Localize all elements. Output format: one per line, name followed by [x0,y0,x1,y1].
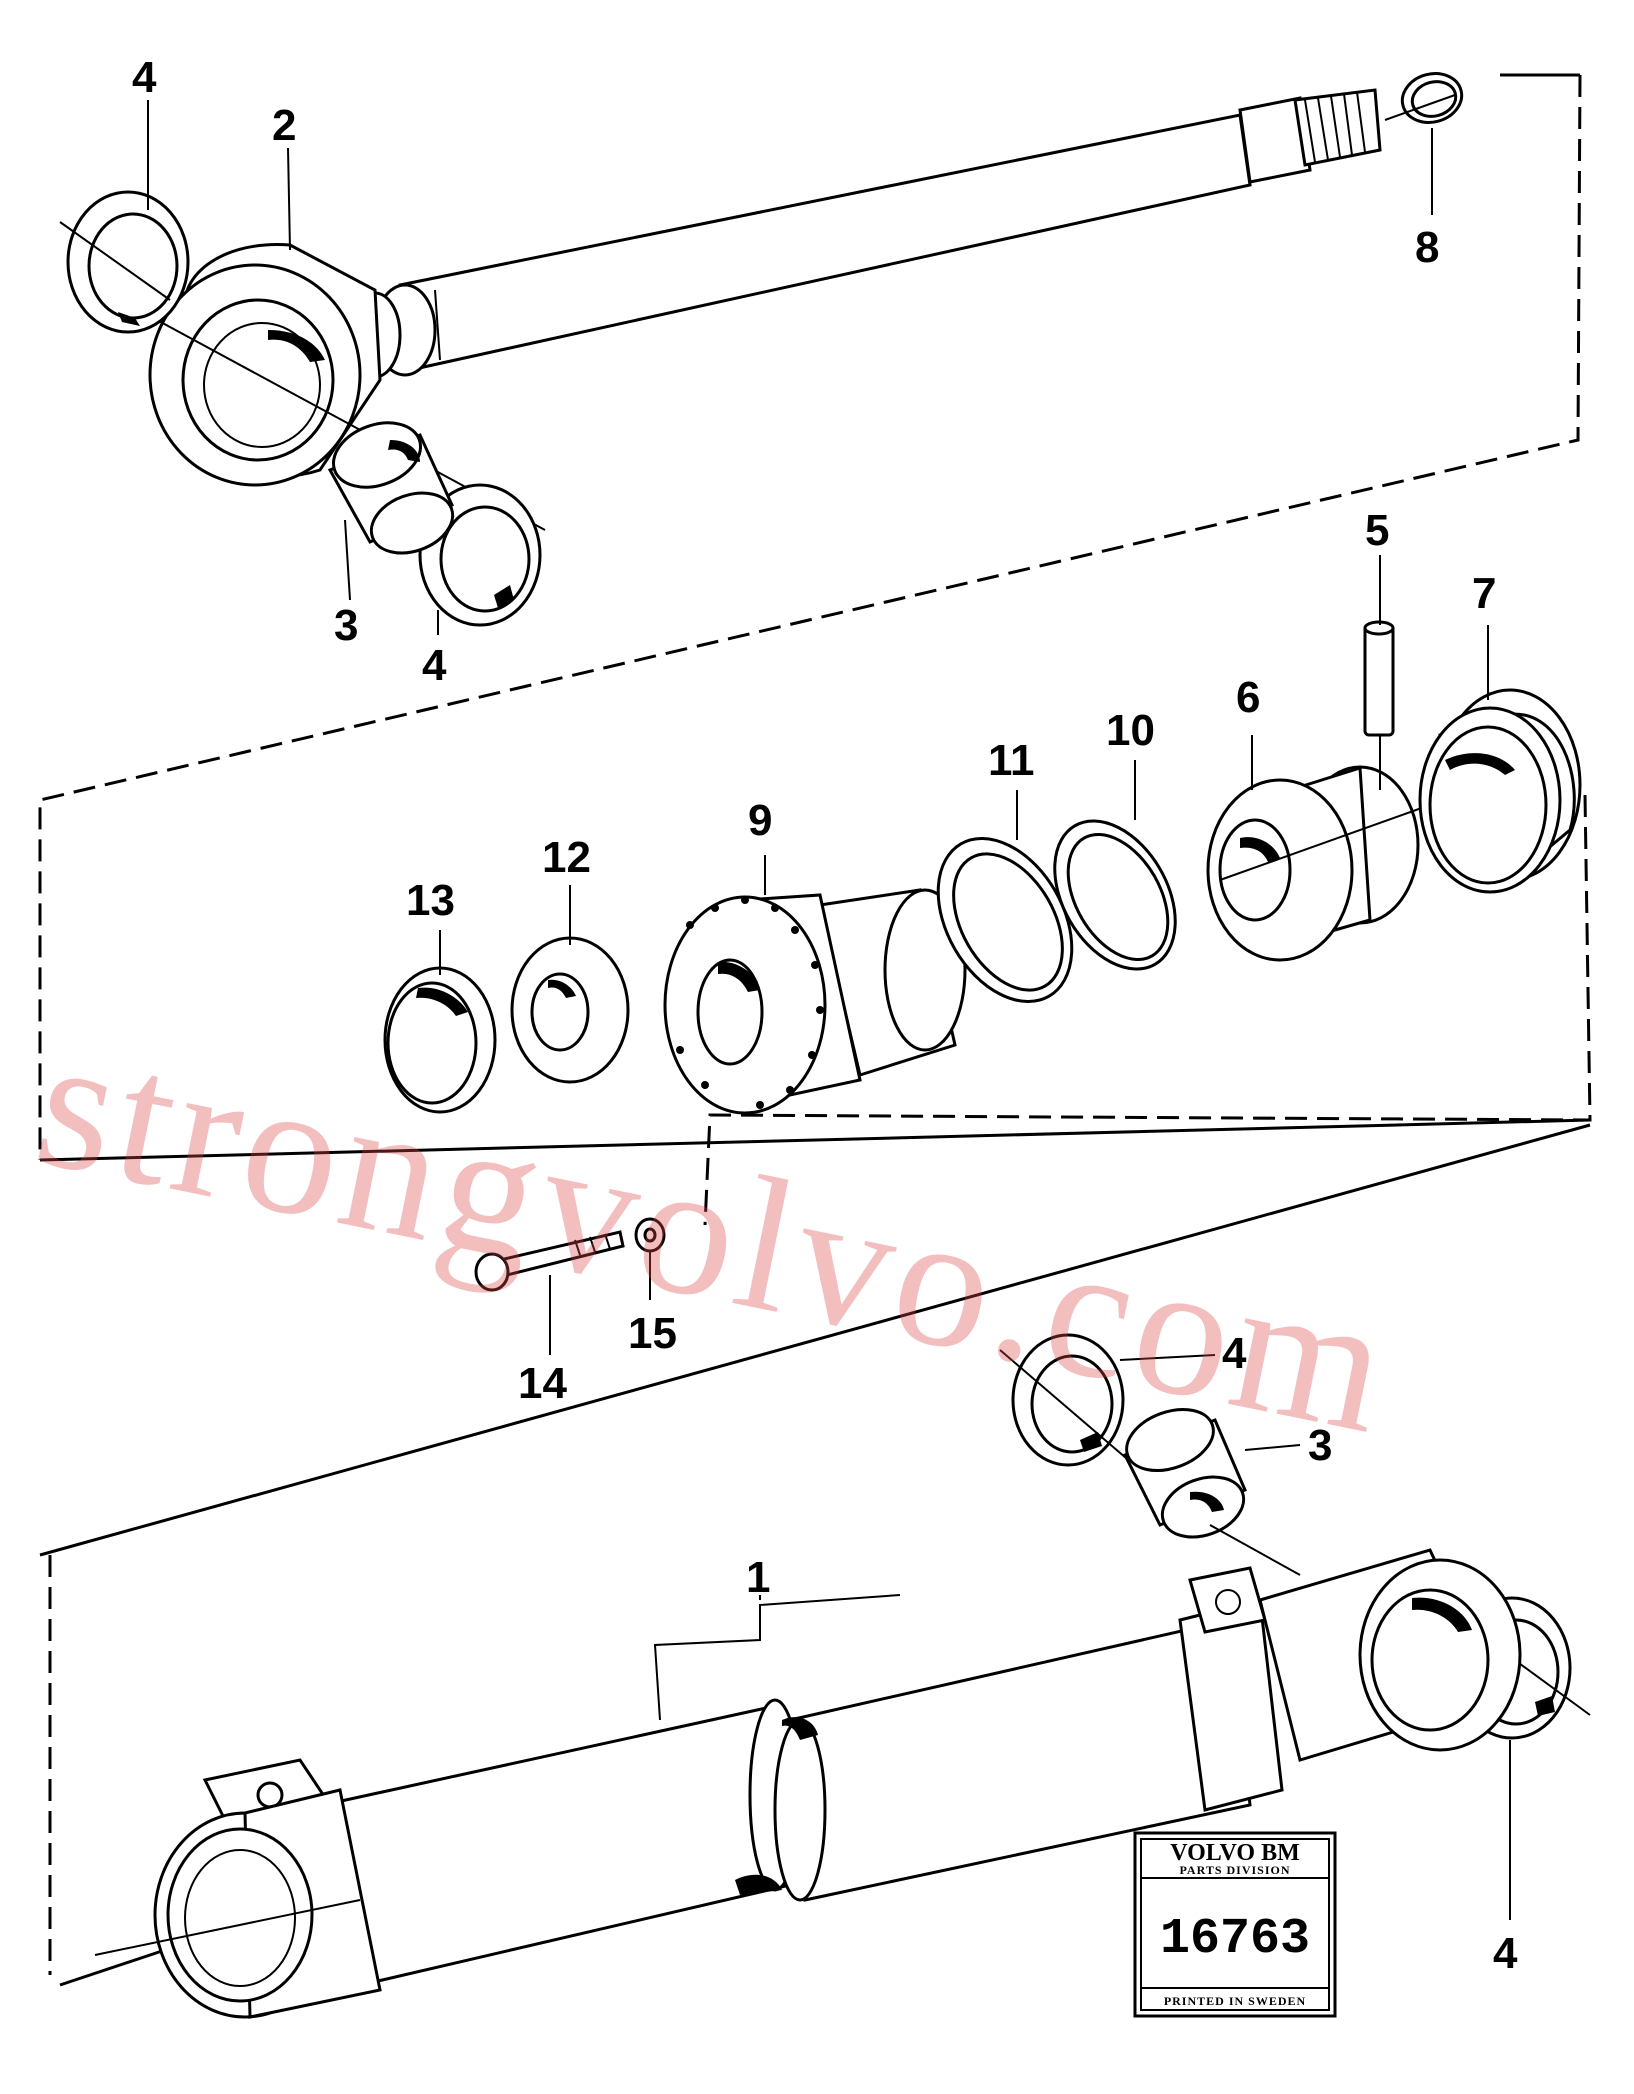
piston [1206,765,1431,962]
bushing-lower [1122,1408,1247,1539]
stamp-brand: VOLVO BM [1170,1840,1300,1866]
o-ring [1053,819,1177,971]
callout-15: 15 [628,1309,677,1358]
bushing-top [327,421,455,555]
callout-4-top-left: 4 [132,53,157,102]
callout-10: 10 [1106,706,1155,755]
callout-1: 1 [746,1553,770,1602]
callout-11: 11 [988,736,1035,785]
lock-pin [1363,620,1395,790]
circlip-lower-right [999,1333,1141,1471]
callout-13: 13 [406,876,455,925]
callout-3-lower: 3 [1308,1421,1332,1470]
stamp-division: PARTS DIVISION [1179,1863,1290,1877]
callout-12: 12 [542,833,591,882]
callout-labels: 4 2 8 3 4 5 7 6 10 11 9 12 13 14 15 4 3 … [132,53,1518,1978]
callout-2: 2 [272,101,296,150]
cylinder-tube [94,1524,1522,2019]
callout-4-mid: 4 [422,641,447,690]
callout-4-lower-right: 4 [1222,1329,1247,1378]
callout-4-bottom-right: 4 [1493,1929,1518,1978]
callout-6: 6 [1236,673,1260,722]
stamp-printed: PRINTED IN SWEDEN [1164,1994,1306,2008]
callout-3-top: 3 [334,601,358,650]
rod-seal [510,936,630,1084]
circlip-top-left [59,190,190,334]
bolt [474,1230,625,1292]
piston-rod-assembly [119,88,1382,531]
piston-seal [1418,688,1582,894]
leader-lines [147,100,1511,1920]
callout-7: 7 [1472,569,1496,618]
callout-5: 5 [1365,506,1389,555]
washer [634,1217,666,1253]
o-ring-rod-end [1384,72,1464,124]
backup-ring [936,836,1074,1004]
callout-9: 9 [748,796,772,845]
callout-8: 8 [1415,223,1439,272]
assembly-guide-lines [38,73,1592,1987]
stamp-number: 16763 [1160,1911,1310,1968]
parts-division-stamp: VOLVO BM PARTS DIVISION 16763 PRINTED IN… [1133,1831,1337,2018]
callout-14: 14 [518,1359,567,1408]
cylinder-head [663,888,967,1115]
wiper-ring [383,966,497,1114]
